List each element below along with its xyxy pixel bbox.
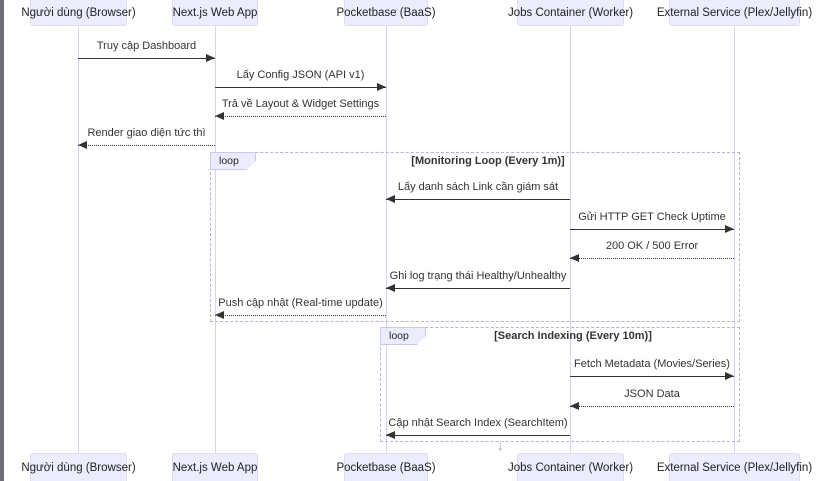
message-line <box>215 315 386 316</box>
message-line <box>215 87 386 88</box>
message-label: Ghi log trạng thái Healthy/Unhealthy <box>389 270 567 282</box>
participant-box: Người dùng (Browser) <box>21 453 136 481</box>
message-label: JSON Data <box>624 388 680 400</box>
participant-box: Next.js Web App <box>172 453 258 481</box>
message-label: Push cập nhật (Real-time update) <box>218 297 383 309</box>
message-line <box>78 58 215 59</box>
loop-title: [Monitoring Loop (Every 1m)] <box>411 155 565 167</box>
message-arrowhead <box>725 225 734 233</box>
window-edge-bar <box>0 0 4 481</box>
lifeline <box>215 26 216 453</box>
message-arrowhead <box>78 141 87 149</box>
message-line <box>386 435 570 436</box>
message-arrowhead <box>570 254 579 262</box>
message-arrowhead <box>570 402 579 410</box>
message-label: Lấy Config JSON (API v1) <box>236 69 365 81</box>
message-line <box>570 258 734 259</box>
message-arrowhead <box>215 112 224 120</box>
participant-box: Pocketbase (BaaS) <box>336 453 436 481</box>
loop-label: loop <box>380 327 426 345</box>
message-line <box>570 229 734 230</box>
message-line <box>386 199 570 200</box>
message-label: Render giao diện tức thì <box>87 127 206 139</box>
lifeline <box>386 26 387 453</box>
message-arrowhead <box>386 195 395 203</box>
message-line <box>570 376 734 377</box>
message-label: Truy cập Dashboard <box>96 40 197 52</box>
message-line <box>78 145 215 146</box>
loop-label: loop <box>210 152 256 170</box>
message-arrowhead <box>386 431 395 439</box>
participant-box: Pocketbase (BaaS) <box>336 0 436 26</box>
message-line <box>215 116 386 117</box>
participant-box: Jobs Container (Worker) <box>508 453 633 481</box>
participant-box: External Service (Plex/Jellyfin) <box>657 453 812 481</box>
participant-box: Người dùng (Browser) <box>21 0 136 26</box>
message-label: Fetch Metadata (Movies/Series) <box>574 358 730 370</box>
lifeline <box>734 26 735 453</box>
message-arrowhead <box>377 83 386 91</box>
message-line <box>386 288 570 289</box>
message-arrowhead <box>206 54 215 62</box>
participant-box: Jobs Container (Worker) <box>508 0 633 26</box>
message-label: Gửi HTTP GET Check Uptime <box>578 211 726 223</box>
lifeline <box>78 26 79 453</box>
scroll-down-icon: ↓ <box>497 438 504 453</box>
participant-box: External Service (Plex/Jellyfin) <box>657 0 812 26</box>
loop-frame <box>210 152 740 322</box>
message-arrowhead <box>215 311 224 319</box>
message-label: Trả về Layout & Widget Settings <box>221 98 380 110</box>
message-arrowhead <box>386 284 395 292</box>
participant-box: Next.js Web App <box>172 0 258 26</box>
loop-title: [Search Indexing (Every 10m)] <box>494 330 652 342</box>
message-line <box>570 406 734 407</box>
lifeline <box>570 26 571 453</box>
message-label: Cập nhật Search Index (SearchItem) <box>388 417 568 429</box>
loop-frame <box>380 327 740 442</box>
message-label: 200 OK / 500 Error <box>605 240 699 252</box>
message-label: Lấy danh sách Link cần giám sát <box>397 181 559 193</box>
message-arrowhead <box>725 372 734 380</box>
